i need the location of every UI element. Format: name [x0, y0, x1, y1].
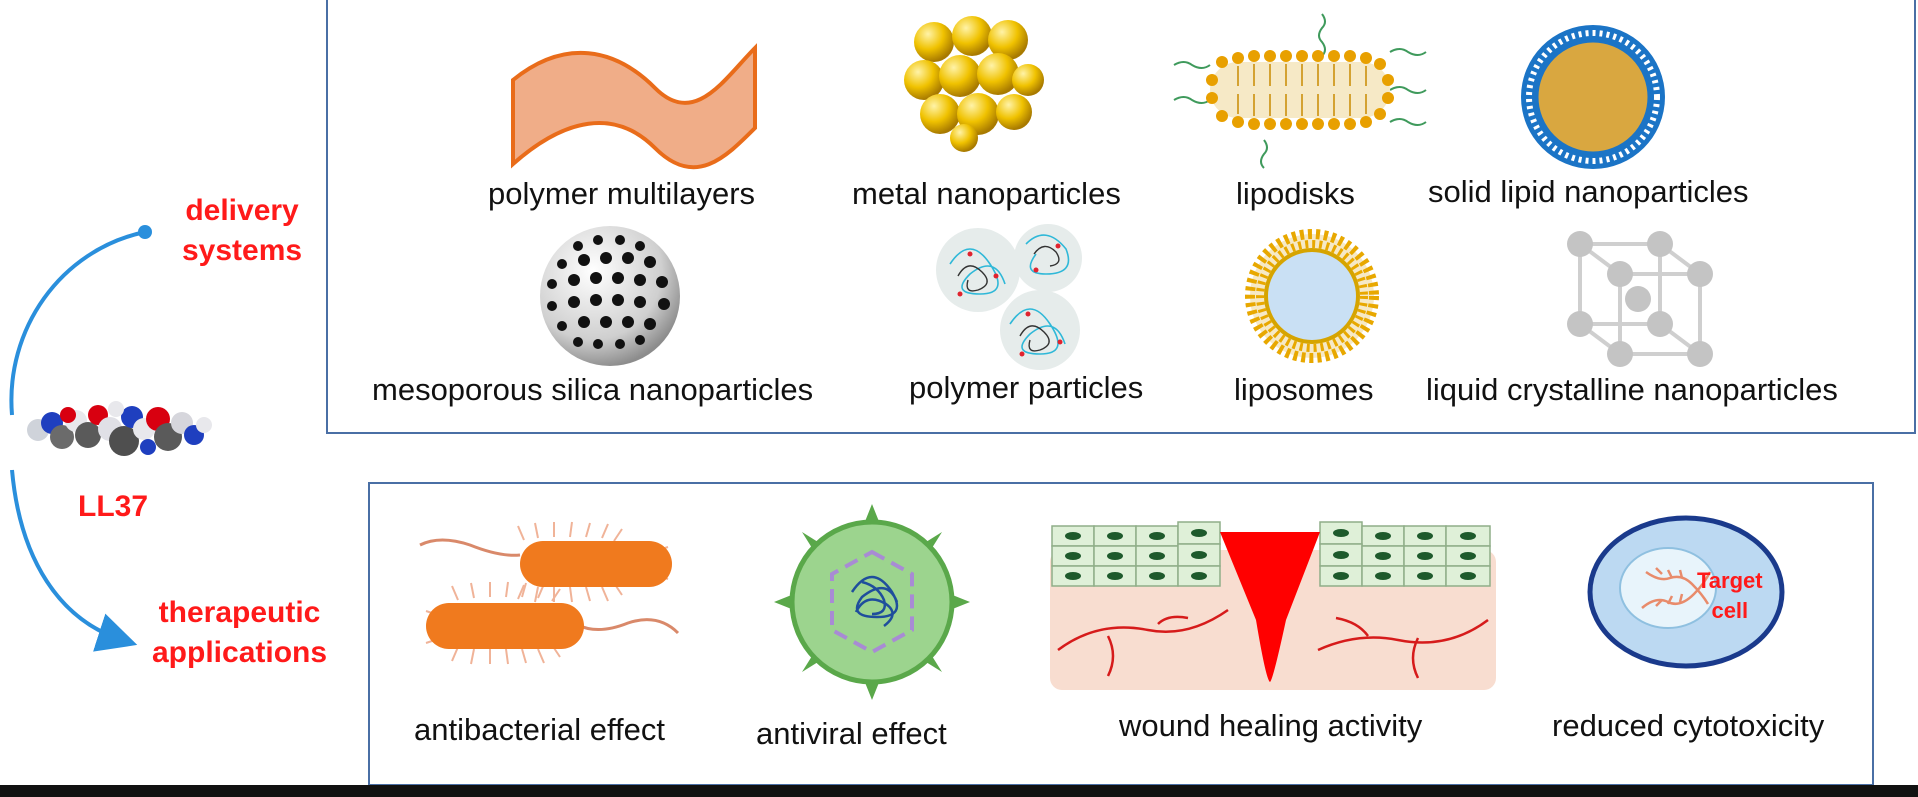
- therapeutic-label-line-1: therapeutic: [158, 596, 321, 629]
- label-antiviral-effect: antiviral effect: [756, 716, 947, 751]
- target-cell-icon: [1587, 515, 1785, 669]
- target-cell-label-line-2: cell: [1711, 598, 1749, 623]
- label-metal-nanoparticles: metal nanoparticles: [852, 176, 1121, 211]
- therapeutic-applications-label: therapeutic applications: [152, 593, 327, 673]
- label-solid-lipid-nanoparticles: solid lipid nanoparticles: [1428, 174, 1749, 209]
- bottom-edge-band: [0, 785, 1918, 797]
- label-liposomes: liposomes: [1234, 372, 1374, 407]
- liposomes-icon: [1245, 229, 1379, 363]
- label-mesoporous-silica-nanoparticles: mesoporous silica nanoparticles: [372, 372, 814, 407]
- polymer-multilayers-icon: [511, 43, 757, 170]
- therapeutic-label-line-2: applications: [152, 636, 328, 669]
- wound-healing-icon: [1050, 521, 1496, 690]
- ll37-molecule-icon: [27, 401, 212, 456]
- delivery-label-line-1: delivery: [185, 194, 299, 227]
- label-liquid-crystalline-nanoparticles: liquid crystalline nanoparticles: [1426, 372, 1838, 407]
- ll37-label: LL37: [78, 490, 149, 523]
- label-wound-healing-activity: wound healing activity: [1119, 708, 1423, 743]
- delivery-label-line-2: systems: [182, 234, 303, 267]
- lipodisks-icon: [1173, 13, 1427, 169]
- mesoporous-silica-nanoparticles-icon: [540, 226, 680, 366]
- label-polymer-particles: polymer particles: [909, 370, 1144, 405]
- metal-nanoparticles-icon: [904, 16, 1044, 152]
- therapeutic-arrow: [10, 469, 138, 652]
- virus-icon: [774, 504, 970, 700]
- label-polymer-multilayers: polymer multilayers: [488, 176, 756, 211]
- bacteria-icon: [419, 521, 680, 665]
- label-reduced-cytotoxicity: reduced cytotoxicity: [1552, 708, 1825, 743]
- delivery-systems-label: delivery systems: [182, 191, 302, 271]
- liquid-crystalline-nanoparticles-icon: [1567, 231, 1713, 367]
- delivery-arrow-dot: [138, 225, 152, 239]
- target-cell-label: Target cell: [1697, 566, 1763, 626]
- solid-lipid-nanoparticles-icon: [1521, 25, 1665, 169]
- label-antibacterial-effect: antibacterial effect: [414, 712, 666, 747]
- target-cell-label-line-1: Target: [1697, 568, 1763, 593]
- polymer-particles-icon: [936, 224, 1082, 370]
- label-lipodisks: lipodisks: [1236, 176, 1355, 211]
- delivery-arrow: [9, 230, 146, 416]
